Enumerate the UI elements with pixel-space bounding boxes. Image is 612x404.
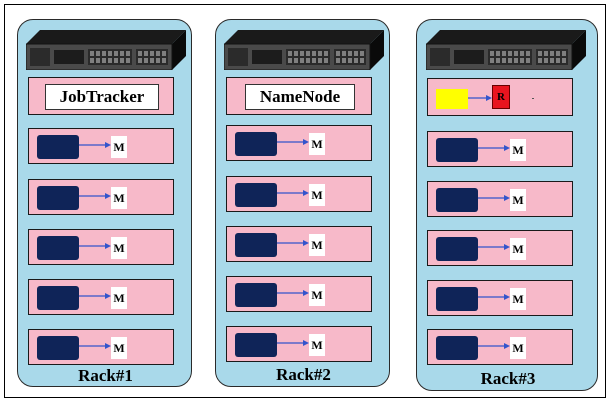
map-task [436, 287, 478, 311]
rack-3: R M M M [416, 19, 598, 391]
worker-node: M [427, 131, 573, 167]
map-task [436, 237, 478, 261]
network-switch-icon [426, 30, 586, 70]
server-icon [224, 26, 384, 70]
arrow-icon [277, 137, 309, 147]
arrow-icon [468, 93, 492, 103]
map-task [37, 336, 79, 360]
map-output-label: M [510, 189, 526, 211]
map-output-label: M [309, 234, 325, 256]
network-switch-icon [26, 30, 186, 70]
map-output-label: M [309, 184, 325, 206]
arrow-icon [478, 143, 510, 153]
jobtracker-label: JobTracker [45, 84, 159, 110]
arrow-icon [79, 341, 111, 351]
map-task [37, 286, 79, 310]
map-output-label: M [510, 238, 526, 260]
arrow-icon [478, 193, 510, 203]
rack-label: Rack#2 [276, 365, 331, 384]
reducer-label: R [492, 85, 510, 109]
worker-node: M [226, 176, 372, 212]
server-icon [426, 26, 586, 70]
rack-label: Rack#1 [78, 366, 133, 385]
worker-node: M [28, 229, 174, 265]
map-output-label: M [111, 337, 127, 359]
worker-node: M [226, 226, 372, 262]
arrow-icon [79, 191, 111, 201]
map-output-label: M [510, 139, 526, 161]
map-task [436, 336, 478, 360]
map-output-label: M [510, 337, 526, 359]
worker-node: M [28, 279, 174, 315]
map-output-label: M [111, 237, 127, 259]
map-output-label: M [309, 133, 325, 155]
map-task [235, 283, 277, 307]
map-task [235, 333, 277, 357]
map-output-label: M [510, 288, 526, 310]
worker-node: M [226, 326, 372, 362]
map-output-label: M [111, 287, 127, 309]
map-output-label: M [111, 187, 127, 209]
worker-node: M [28, 128, 174, 164]
jobtracker-node: JobTracker [28, 77, 174, 115]
namenode-label: NameNode [245, 84, 355, 110]
rack-2: NameNode M M M [215, 19, 390, 387]
reducer-node: R [427, 78, 573, 116]
worker-node: M [28, 179, 174, 215]
worker-node: M [226, 276, 372, 312]
reduce-input [436, 89, 468, 109]
map-output-label: M [309, 334, 325, 356]
network-switch-icon [224, 30, 384, 70]
ellipsis-dot [532, 98, 534, 99]
arrow-icon [478, 242, 510, 252]
worker-node: M [427, 230, 573, 266]
server-icon [26, 26, 186, 70]
map-output-label: M [309, 284, 325, 306]
arrow-icon [79, 140, 111, 150]
arrow-icon [277, 238, 309, 248]
arrow-icon [79, 291, 111, 301]
arrow-icon [79, 241, 111, 251]
arrow-icon [478, 292, 510, 302]
map-task [235, 183, 277, 207]
map-task [235, 233, 277, 257]
arrow-icon [277, 188, 309, 198]
map-task [37, 236, 79, 260]
map-task [436, 188, 478, 212]
namenode-node: NameNode [226, 77, 372, 115]
worker-node: M [427, 181, 573, 217]
rack-label: Rack#3 [480, 369, 536, 388]
diagram-frame: JobTracker M M M [4, 4, 606, 398]
worker-node: M [427, 280, 573, 316]
map-task [436, 138, 478, 162]
worker-node: M [226, 125, 372, 161]
map-task [37, 135, 79, 159]
arrow-icon [277, 338, 309, 348]
worker-node: M [427, 329, 573, 365]
worker-node: M [28, 329, 174, 365]
arrow-icon [277, 288, 309, 298]
map-task [235, 132, 277, 156]
map-output-label: M [111, 136, 127, 158]
arrow-icon [478, 341, 510, 351]
rack-1: JobTracker M M M [17, 19, 192, 387]
map-task [37, 186, 79, 210]
